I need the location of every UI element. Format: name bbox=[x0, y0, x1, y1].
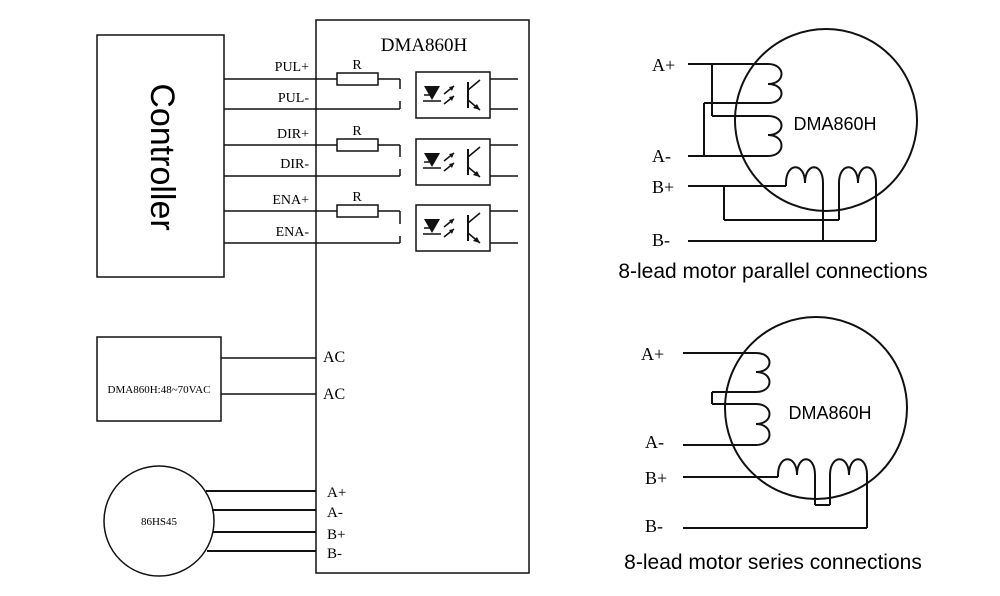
pul-plus-label: PUL+ bbox=[275, 60, 309, 75]
parallel-motor-label: DMA860H bbox=[793, 114, 876, 134]
power-supply-label: DMA860H:48~70VAC bbox=[108, 384, 211, 396]
ac-terminal-label: AC bbox=[323, 349, 345, 366]
parallel-b-plus-label: B+ bbox=[652, 177, 674, 197]
motor-terminal-b-plus: B+ bbox=[327, 527, 345, 543]
pul-minus-label: PUL- bbox=[278, 91, 309, 106]
motor-wires bbox=[206, 490, 316, 552]
motor-circle bbox=[103, 465, 215, 577]
resistor-label: R bbox=[352, 124, 362, 139]
resistor-label: R bbox=[352, 190, 362, 205]
driver-title: DMA860H bbox=[381, 35, 468, 56]
resistor-pul bbox=[336, 72, 379, 86]
dir-minus-label: DIR- bbox=[280, 157, 309, 172]
motor-terminal-a-minus: A- bbox=[327, 505, 343, 521]
parallel-a-minus-label: A- bbox=[652, 146, 671, 166]
optocoupler-ena bbox=[415, 204, 491, 252]
controller-label: Controller bbox=[143, 83, 181, 230]
driver-box bbox=[315, 19, 530, 574]
resistor-ena bbox=[336, 204, 379, 218]
resistor-dir bbox=[336, 138, 379, 152]
motor-label: 86HS45 bbox=[141, 516, 178, 528]
parallel-b-minus-label: B- bbox=[652, 230, 670, 250]
controller-box bbox=[96, 34, 225, 278]
series-motor-label: DMA860H bbox=[788, 403, 871, 423]
parallel-diagram: DMA860H A+ A- B+ B- 8-lead motor paralle… bbox=[618, 28, 928, 283]
parallel-a-plus-label: A+ bbox=[652, 55, 675, 75]
series-b-minus-label: B- bbox=[645, 516, 663, 536]
parallel-caption: 8-lead motor parallel connections bbox=[618, 260, 927, 283]
dir-plus-label: DIR+ bbox=[277, 127, 309, 142]
series-a-minus-label: A- bbox=[645, 432, 664, 452]
optocoupler-dir bbox=[415, 138, 491, 186]
series-diagram: DMA860H A+ A- B+ B- 8-lead motor series … bbox=[624, 316, 922, 574]
ac-terminal-label: AC bbox=[323, 386, 345, 403]
resistor-label: R bbox=[352, 58, 362, 73]
motor-terminal-a-plus: A+ bbox=[327, 485, 346, 501]
parallel-motor-circle bbox=[734, 28, 918, 212]
optocoupler-pul bbox=[415, 71, 491, 119]
series-b-plus-label: B+ bbox=[645, 468, 667, 488]
ena-plus-label: ENA+ bbox=[272, 193, 309, 208]
series-a-plus-label: A+ bbox=[641, 344, 664, 364]
series-caption: 8-lead motor series connections bbox=[624, 551, 922, 574]
ena-minus-label: ENA- bbox=[276, 225, 310, 240]
motor-terminal-b-minus: B- bbox=[327, 546, 342, 562]
power-supply-box bbox=[96, 336, 222, 422]
signal-wires bbox=[224, 78, 518, 244]
